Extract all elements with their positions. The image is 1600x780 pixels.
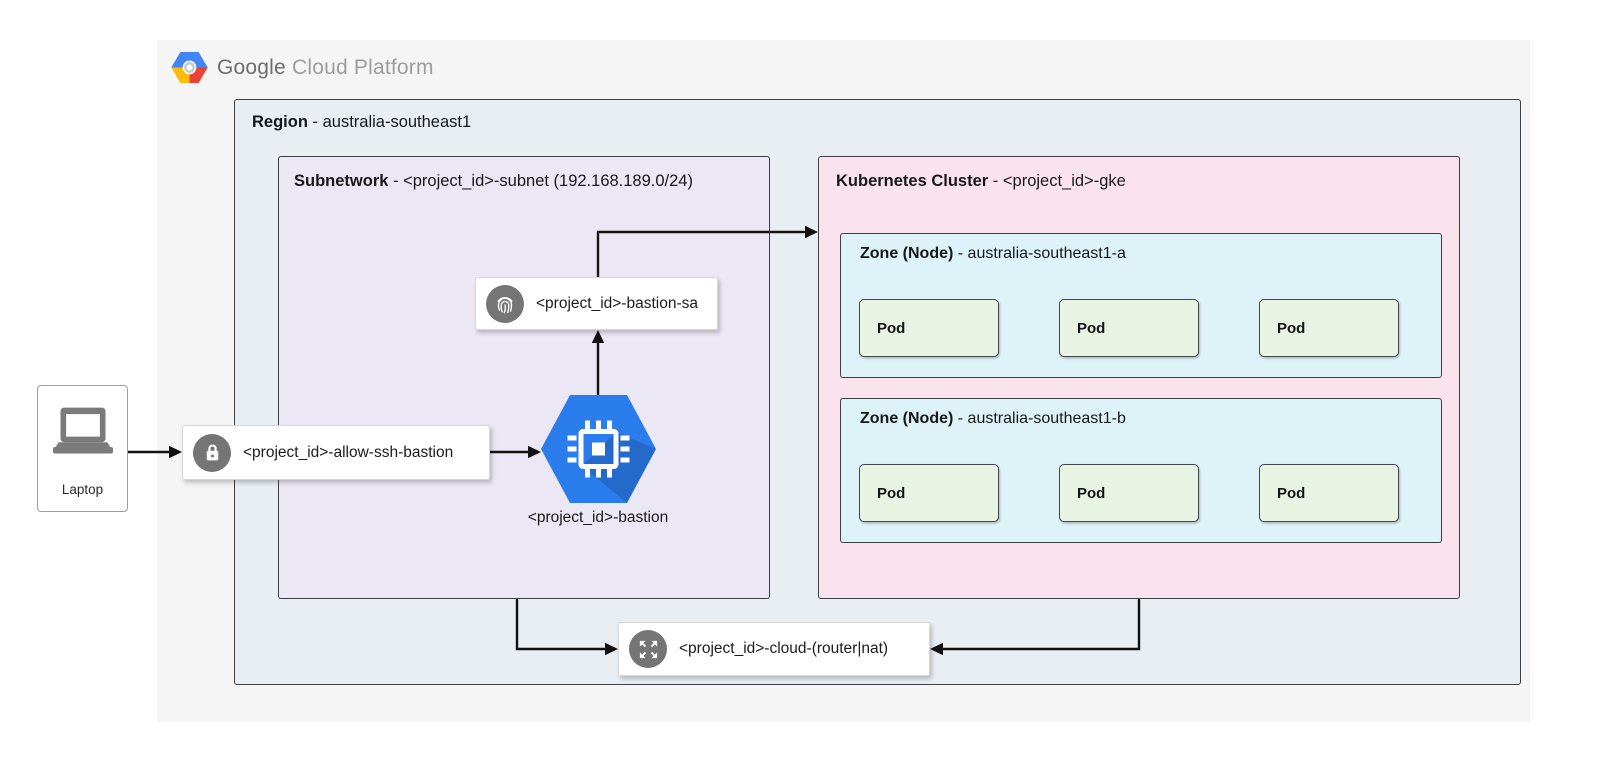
- pod-box: Pod: [859, 464, 999, 522]
- pod-box: Pod: [1259, 299, 1399, 357]
- cloud-router-nat-card: <project_id>-cloud-(router|nat): [618, 622, 930, 676]
- cloud-router-nat-label: <project_id>-cloud-(router|nat): [679, 640, 889, 657]
- kubernetes-cluster-title: Kubernetes Cluster - <project_id>-gke: [836, 172, 1126, 191]
- service-account-label: <project_id>-bastion-sa: [536, 294, 698, 312]
- zone-b-title-bold: Zone (Node): [860, 410, 954, 427]
- pod-box: Pod: [1059, 299, 1199, 357]
- pod-box: Pod: [859, 299, 999, 357]
- fingerprint-icon: [486, 284, 524, 323]
- zone-b-title: Zone (Node) - australia-southeast1-b: [860, 410, 1126, 428]
- laptop-label: Laptop: [61, 482, 104, 497]
- zone-a-title-detail: - australia-southeast1-a: [953, 245, 1126, 262]
- subnetwork-title: Subnetwork - <project_id>-subnet (192.16…: [294, 172, 693, 191]
- bastion-host: [541, 395, 656, 503]
- region-title-bold: Region: [252, 113, 308, 131]
- compute-engine-icon: [541, 395, 656, 503]
- laptop-card: Laptop: [37, 385, 128, 512]
- kubernetes-cluster-title-bold: Kubernetes Cluster: [836, 172, 989, 190]
- pod-box: Pod: [1259, 464, 1399, 522]
- subnetwork-title-detail: - <project_id>-subnet (192.168.189.0/24): [388, 172, 693, 190]
- kubernetes-cluster-title-detail: - <project_id>-gke: [988, 172, 1126, 190]
- brand-primary: Google: [217, 55, 286, 79]
- gcp-brand: Google Cloud Platform: [171, 52, 434, 83]
- zone-a-title-bold: Zone (Node): [860, 245, 954, 262]
- bastion-host-label: <project_id>-bastion: [527, 509, 669, 526]
- brand-secondary: Cloud Platform: [291, 55, 434, 79]
- router-nat-icon: [629, 630, 667, 668]
- firewall-rule-card: <project_id>-allow-ssh-bastion: [182, 425, 490, 480]
- gcp-brand-text: Google Cloud Platform: [217, 56, 434, 80]
- pod-box: Pod: [1059, 464, 1199, 522]
- laptop-icon: [52, 407, 113, 454]
- region-title-detail: - australia-southeast1: [307, 113, 472, 131]
- zone-a-title: Zone (Node) - australia-southeast1-a: [860, 245, 1126, 263]
- gcp-logo-icon: [171, 52, 208, 83]
- lock-icon: [193, 433, 231, 472]
- region-title: Region - australia-southeast1: [252, 113, 471, 132]
- firewall-rule-label: <project_id>-allow-ssh-bastion: [243, 443, 454, 461]
- service-account-card: <project_id>-bastion-sa: [475, 277, 718, 330]
- subnetwork-title-bold: Subnetwork: [294, 172, 389, 190]
- zone-b-title-detail: - australia-southeast1-b: [953, 410, 1126, 427]
- subnetwork-box: [278, 156, 770, 599]
